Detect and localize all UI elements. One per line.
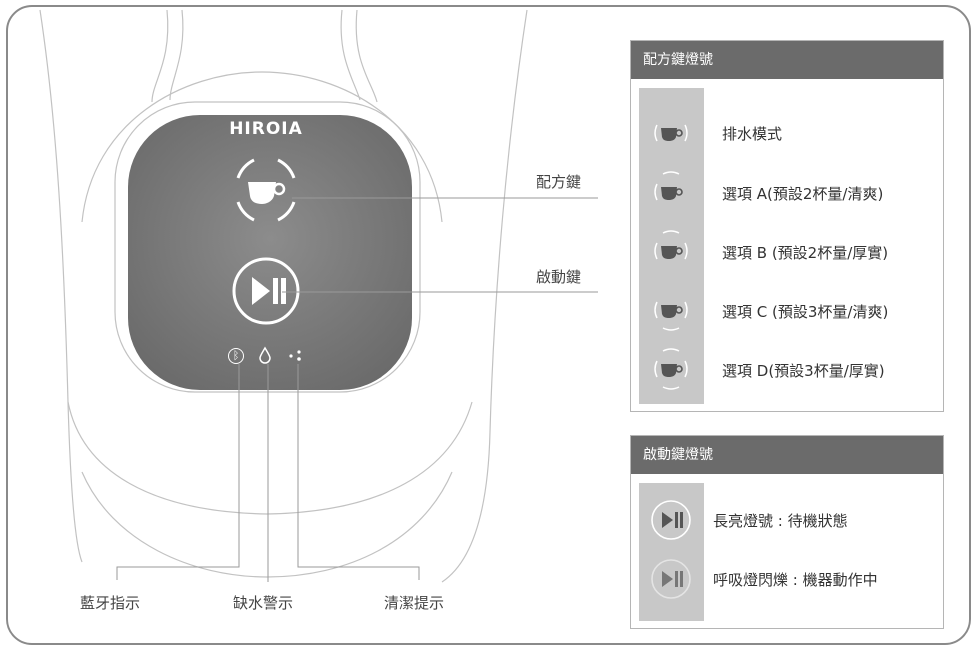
recipe-row-2: 選項 A(預設2杯量/清爽): [722, 185, 884, 203]
recipe-row-3: 選項 B (預設2杯量/厚實): [722, 244, 889, 262]
play-pause-icon: [651, 559, 691, 599]
cleaning-dots-icon: [289, 350, 301, 361]
cup-icon: [248, 182, 286, 204]
start-row-1: 長亮燈號 : 待機狀態: [713, 512, 848, 530]
cup-icon: [654, 301, 688, 331]
play-pause-icon: [252, 277, 286, 305]
start-key-label: 啟動鍵: [536, 268, 582, 286]
cup-icon: [654, 124, 688, 142]
start-panel-title: 啟動鍵燈號: [631, 436, 943, 474]
recipe-button[interactable]: [226, 150, 306, 230]
cup-icon: [654, 348, 688, 390]
bluetooth-icon: ᛒ: [228, 348, 244, 364]
indicator-label-cleaning: 清潔提示: [384, 594, 445, 612]
water-drop-icon: [259, 346, 271, 364]
start-light-panel: 啟動鍵燈號 長亮燈號 : 待機狀態 呼吸燈閃爍 : 機器動作中: [630, 435, 944, 629]
recipe-row-4: 選項 C (預設3杯量/清爽): [722, 303, 889, 321]
indicator-label-bluetooth: 藍牙指示: [80, 594, 141, 612]
recipe-row-5: 選項 D(預設3杯量/厚實): [722, 362, 885, 380]
control-panel: [128, 115, 412, 390]
diagram-frame: HIROIA ᛒ: [6, 5, 971, 645]
start-row-2: 呼吸燈閃爍 : 機器動作中: [713, 571, 878, 589]
recipe-panel-title: 配方鍵燈號: [631, 41, 943, 79]
callout-lines: [116, 197, 598, 582]
recipe-light-panel: 配方鍵燈號 排水模式 選項 A(預設2杯量/清爽) 選項 B (預設2杯量/厚實…: [630, 40, 944, 412]
cup-icon: [654, 171, 683, 201]
brand-logo: HIROIA: [229, 119, 303, 139]
recipe-row-1: 排水模式: [722, 125, 783, 143]
cup-icon: [654, 230, 688, 260]
indicator-label-water: 缺水警示: [233, 594, 294, 612]
start-button[interactable]: [230, 255, 310, 335]
recipe-key-label: 配方鍵: [536, 173, 582, 191]
play-pause-icon: [651, 500, 691, 540]
